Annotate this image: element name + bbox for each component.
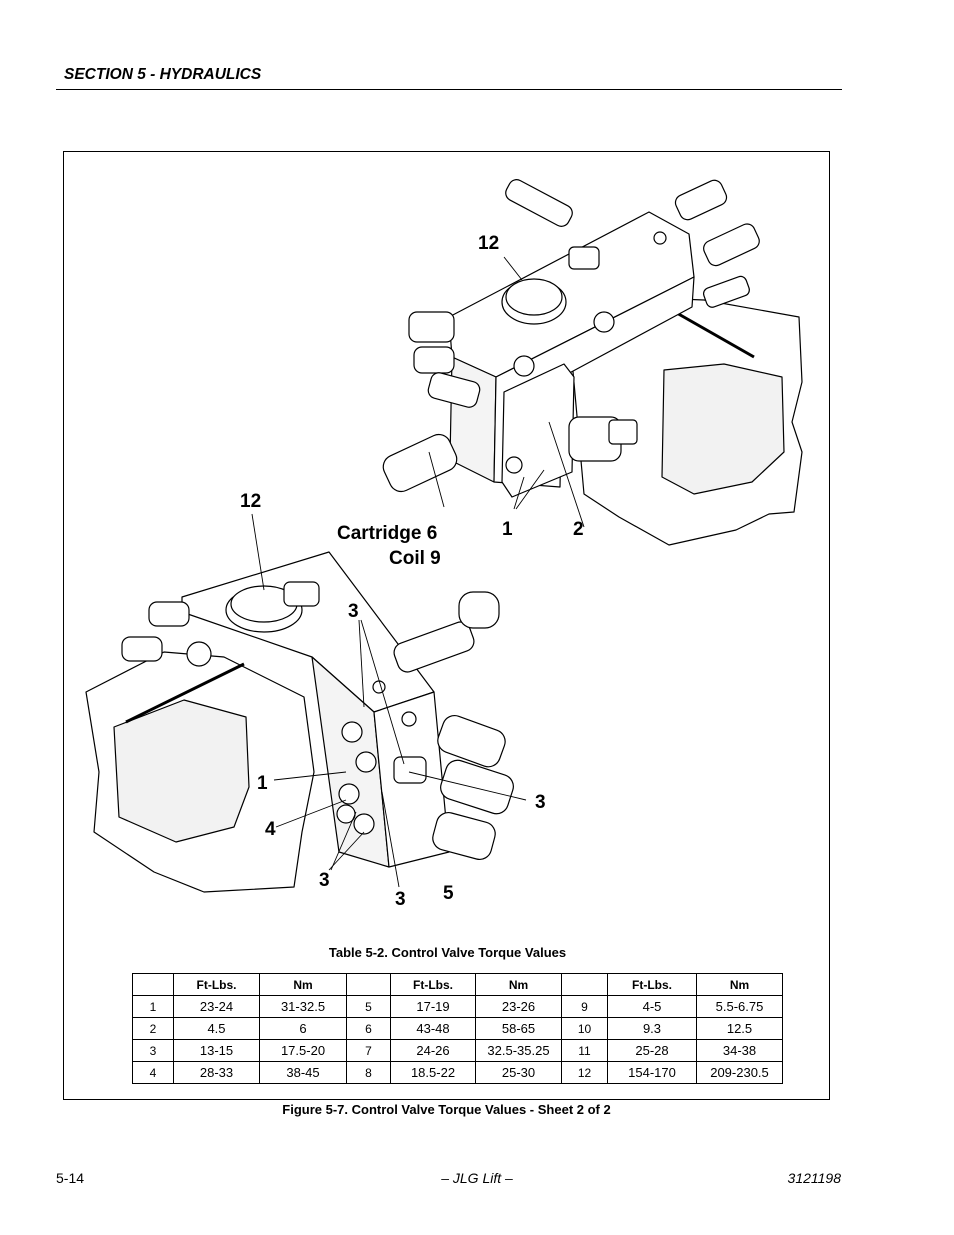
callout-1-lower: 1: [257, 773, 268, 794]
footer-brand: – JLG Lift –: [441, 1170, 513, 1186]
table-cell: 9.3: [607, 1017, 697, 1040]
table-cell: 24-26: [390, 1039, 476, 1062]
table-cell: 34-38: [696, 1039, 783, 1062]
col-header-nm: Nm: [475, 973, 562, 996]
table-cell: 31-32.5: [259, 995, 347, 1018]
callout-coil-9: Coil 9: [389, 548, 441, 569]
col-header-ftlbs: Ft-Lbs.: [390, 973, 476, 996]
callout-3-bottom-left: 3: [319, 870, 330, 891]
callout-3-right: 3: [535, 792, 546, 813]
table-cell: 43-48: [390, 1017, 476, 1040]
col-header-key: [132, 973, 174, 996]
table-cell: 17.5-20: [259, 1039, 347, 1062]
control-valve-drawing: [85, 179, 803, 893]
callout-4-lower: 4: [265, 819, 276, 840]
table-cell: 5.5-6.75: [696, 995, 783, 1018]
table-cell: 3: [132, 1039, 174, 1062]
table-cell: 4-5: [607, 995, 697, 1018]
callout-1-upper: 1: [502, 519, 513, 540]
table-cell: 23-26: [475, 995, 562, 1018]
table-title: Table 5-2. Control Valve Torque Values: [328, 945, 567, 960]
table-cell: 5: [346, 995, 391, 1018]
col-header-nm: Nm: [259, 973, 347, 996]
callout-3-mid: 3: [348, 601, 359, 622]
header-divider: [56, 89, 842, 90]
callout-5-bottom: 5: [443, 883, 454, 904]
table-header-row: Ft-Lbs. Nm Ft-Lbs. Nm Ft-Lbs. Nm: [132, 973, 783, 996]
table-cell: 38-45: [259, 1061, 347, 1084]
table-cell: 23-24: [173, 995, 260, 1018]
table-cell: 154-170: [607, 1061, 697, 1084]
table-cell: 32.5-35.25: [475, 1039, 562, 1062]
table-cell: 209-230.5: [696, 1061, 783, 1084]
table-row: 4 28-33 38-45 8 18.5-22 25-30 12 154-170…: [132, 1061, 783, 1084]
callout-12-upper: 12: [478, 233, 500, 254]
table-cell: 58-65: [475, 1017, 562, 1040]
table-cell: 11: [561, 1039, 608, 1062]
table-cell: 10: [561, 1017, 608, 1040]
table-cell: 25-30: [475, 1061, 562, 1084]
figure-frame: 12 Cartridge 6 Coil 9 1 2 12 3 1 4 3 3 3…: [63, 151, 830, 1100]
table-cell: 6: [346, 1017, 391, 1040]
table-cell: 4: [132, 1061, 174, 1084]
table-cell: 12: [561, 1061, 608, 1084]
table-row: 1 23-24 31-32.5 5 17-19 23-26 9 4-5 5.5-…: [132, 995, 783, 1018]
callout-2-upper: 2: [573, 519, 584, 540]
col-header-key: [561, 973, 608, 996]
table-cell: 25-28: [607, 1039, 697, 1062]
table-row: 3 13-15 17.5-20 7 24-26 32.5-35.25 11 25…: [132, 1039, 783, 1062]
table-row: 2 4.5 6 6 43-48 58-65 10 9.3 12.5: [132, 1017, 783, 1040]
col-header-nm: Nm: [696, 973, 783, 996]
col-header-ftlbs: Ft-Lbs.: [173, 973, 260, 996]
table-cell: 13-15: [173, 1039, 260, 1062]
col-header-ftlbs: Ft-Lbs.: [607, 973, 697, 996]
table-cell: 7: [346, 1039, 391, 1062]
table-cell: 17-19: [390, 995, 476, 1018]
callout-12-lower: 12: [240, 491, 262, 512]
page-number: 5-14: [56, 1170, 85, 1186]
table-cell: 9: [561, 995, 608, 1018]
table-cell: 1: [132, 995, 174, 1018]
section-title: SECTION 5 - HYDRAULICS: [64, 66, 262, 83]
table-cell: 2: [132, 1017, 174, 1040]
callout-cartridge-6: Cartridge 6: [337, 523, 438, 544]
document-number: 3121198: [787, 1170, 841, 1186]
table-cell: 4.5: [173, 1017, 260, 1040]
table-cell: 6: [259, 1017, 347, 1040]
table-cell: 12.5: [696, 1017, 783, 1040]
callout-3-bottom: 3: [395, 889, 406, 910]
table-cell: 18.5-22: [390, 1061, 476, 1084]
torque-values-table: Ft-Lbs. Nm Ft-Lbs. Nm Ft-Lbs. Nm 1 23-24…: [132, 973, 783, 1084]
figure-caption: Figure 5-7. Control Valve Torque Values …: [282, 1102, 611, 1117]
col-header-key: [346, 973, 391, 996]
table-cell: 28-33: [173, 1061, 260, 1084]
table-cell: 8: [346, 1061, 391, 1084]
